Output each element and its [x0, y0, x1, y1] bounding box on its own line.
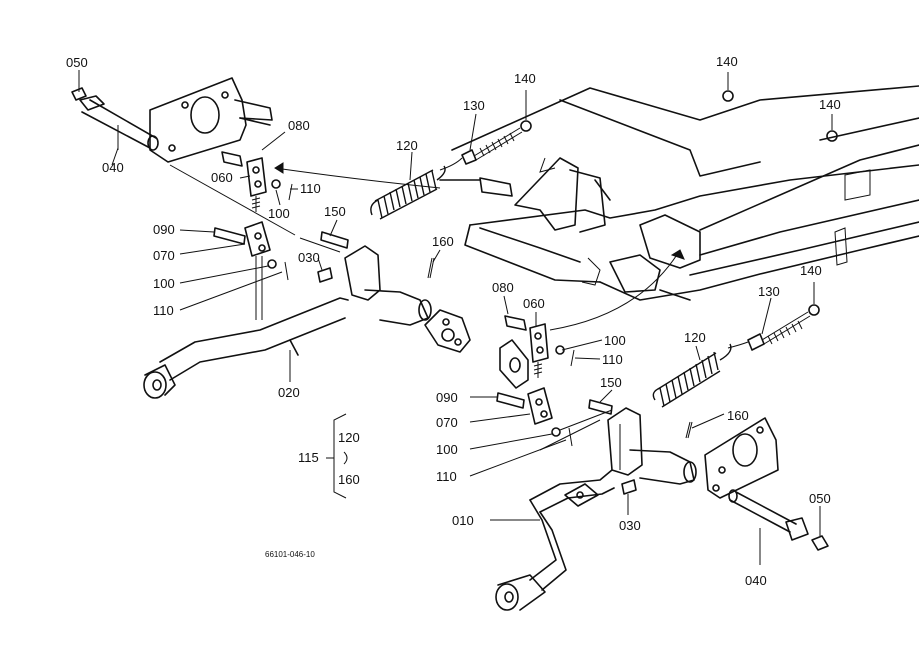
label-030-right: 030 [619, 518, 641, 533]
right-spring-assembly [652, 282, 820, 408]
label-120-right: 120 [684, 330, 706, 345]
label-100-left-b: 100 [153, 276, 175, 291]
label-130-right: 130 [758, 284, 780, 299]
label-090-left: 090 [153, 222, 175, 237]
label-070-left: 070 [153, 248, 175, 263]
top-nuts [722, 72, 838, 142]
label-140-top-b: 140 [819, 97, 841, 112]
label-160-left: 160 [432, 234, 454, 249]
label-090-right: 090 [436, 390, 458, 405]
label-160-right: 160 [727, 408, 749, 423]
callout-labels: 050 040 080 060 110 100 090 070 100 110 … [66, 54, 841, 588]
leader-lines [78, 70, 821, 536]
label-100-left-a: 100 [268, 206, 290, 221]
label-080-right: 080 [492, 280, 514, 295]
label-110-left-b: 110 [153, 303, 174, 318]
label-030-left: 030 [298, 250, 320, 265]
label-080-left: 080 [288, 118, 310, 133]
label-020-left: 020 [278, 385, 300, 400]
left-lift-assembly [71, 70, 471, 399]
group-range-to: 160 [338, 472, 360, 487]
group-label-115: 115 [298, 450, 319, 465]
label-010-right: 010 [452, 513, 474, 528]
label-100-right-b: 100 [436, 442, 458, 457]
drawing-code: 66101-046-10 [265, 550, 315, 559]
label-140-left: 140 [514, 71, 536, 86]
label-050-right: 050 [809, 491, 831, 506]
label-110-left-a: 110 [300, 181, 321, 196]
label-070-right: 070 [436, 415, 458, 430]
label-120-left: 120 [396, 138, 418, 153]
group-range-from: 120 [338, 430, 360, 445]
label-100-right-a: 100 [604, 333, 626, 348]
label-050-left: 050 [66, 55, 88, 70]
label-150-left: 150 [324, 204, 346, 219]
left-spring-assembly [370, 90, 532, 220]
mower-frame [274, 85, 919, 331]
label-140-right: 140 [800, 263, 822, 278]
label-110-right-b: 110 [436, 469, 457, 484]
label-040-left: 040 [102, 160, 124, 175]
label-110-right-a: 110 [602, 352, 623, 367]
label-060-right: 060 [523, 296, 545, 311]
label-130-left: 130 [463, 98, 485, 113]
label-060-left: 060 [211, 170, 233, 185]
label-140-top-a: 140 [716, 54, 738, 69]
label-040-right: 040 [745, 573, 767, 588]
right-lift-assembly [495, 315, 829, 611]
label-150-right: 150 [600, 375, 622, 390]
